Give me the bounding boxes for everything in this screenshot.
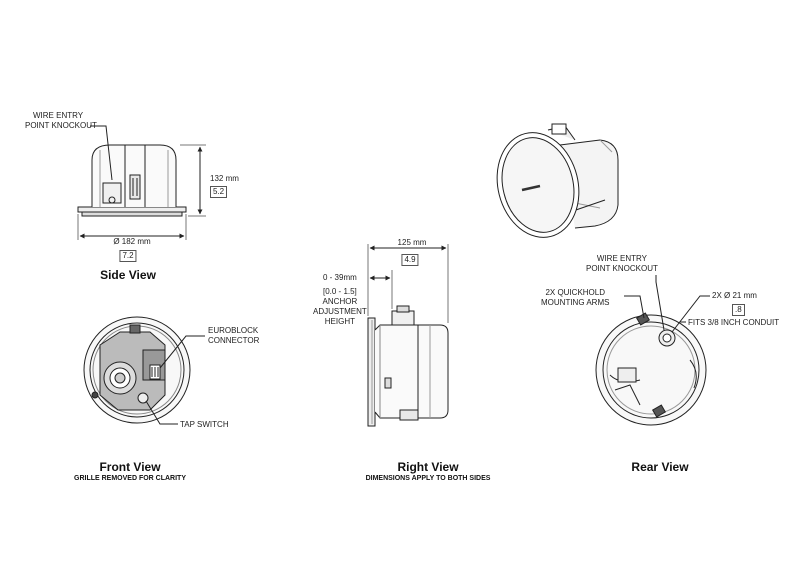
right-depth-mm: 125 mm xyxy=(397,238,427,247)
quickhold-line-2: MOUNTING ARMS xyxy=(541,298,610,307)
rear-wire-entry-line-2: POINT KNOCKOUT xyxy=(586,264,658,273)
right-view-title: Right View xyxy=(397,460,459,474)
anchor-line-3: ANCHOR xyxy=(322,297,358,306)
side-view-title: Side View xyxy=(100,268,156,282)
anchor-line-4: ADJUSTMENT xyxy=(313,307,367,316)
quickhold-label: 2X QUICKHOLD MOUNTING ARMS xyxy=(541,288,609,308)
quickhold-line-1: 2X QUICKHOLD xyxy=(545,288,606,297)
isometric-view-drawing xyxy=(496,123,619,238)
euroblock-label: EUROBLOCK CONNECTOR xyxy=(208,326,259,346)
right-view-drawing xyxy=(367,244,449,427)
anchor-line-1: 0 - 39mm xyxy=(322,273,357,282)
euroblock-line-1: EUROBLOCK xyxy=(208,326,259,335)
front-view-title: Front View xyxy=(99,460,161,474)
side-wire-entry-line-1: WIRE ENTRY xyxy=(33,111,84,120)
rear-wire-entry-line-1: WIRE ENTRY xyxy=(596,254,647,263)
side-wire-entry-line-2: POINT KNOCKOUT xyxy=(25,121,97,130)
side-wire-entry-label: WIRE ENTRY POINT KNOCKOUT xyxy=(25,111,97,131)
conduit-fit-label: FITS 3/8 INCH CONDUIT xyxy=(688,318,780,327)
side-diameter-in: 7.2 xyxy=(119,250,137,262)
rear-view-drawing xyxy=(595,275,710,426)
side-height-mm: 132 mm xyxy=(210,174,239,183)
anchor-adjustment-label: 0 - 39mm [0.0 - 1.5] ANCHOR ADJUSTMENT H… xyxy=(313,273,367,327)
side-height-in: 5.2 xyxy=(210,186,228,198)
right-depth-in: 4.9 xyxy=(401,254,419,266)
rear-view-title: Rear View xyxy=(631,460,689,474)
conduit-diameter-mm: 2X Ø 21 mm xyxy=(712,291,757,300)
tap-switch-label: TAP SWITCH xyxy=(180,420,229,429)
conduit-diameter-in: .8 xyxy=(732,304,745,316)
rear-wire-entry-label: WIRE ENTRY POINT KNOCKOUT xyxy=(586,254,658,274)
front-view-drawing xyxy=(83,316,205,425)
right-view-subtitle: DIMENSIONS APPLY TO BOTH SIDES xyxy=(365,475,491,482)
front-view-subtitle: GRILLE REMOVED FOR CLARITY xyxy=(74,475,186,482)
side-diameter-mm: Ø 182 mm xyxy=(111,237,153,246)
side-view-drawing xyxy=(77,125,206,240)
anchor-line-5: HEIGHT xyxy=(324,317,355,326)
anchor-line-2: [0.0 - 1.5] xyxy=(322,287,357,296)
euroblock-line-2: CONNECTOR xyxy=(208,336,260,345)
